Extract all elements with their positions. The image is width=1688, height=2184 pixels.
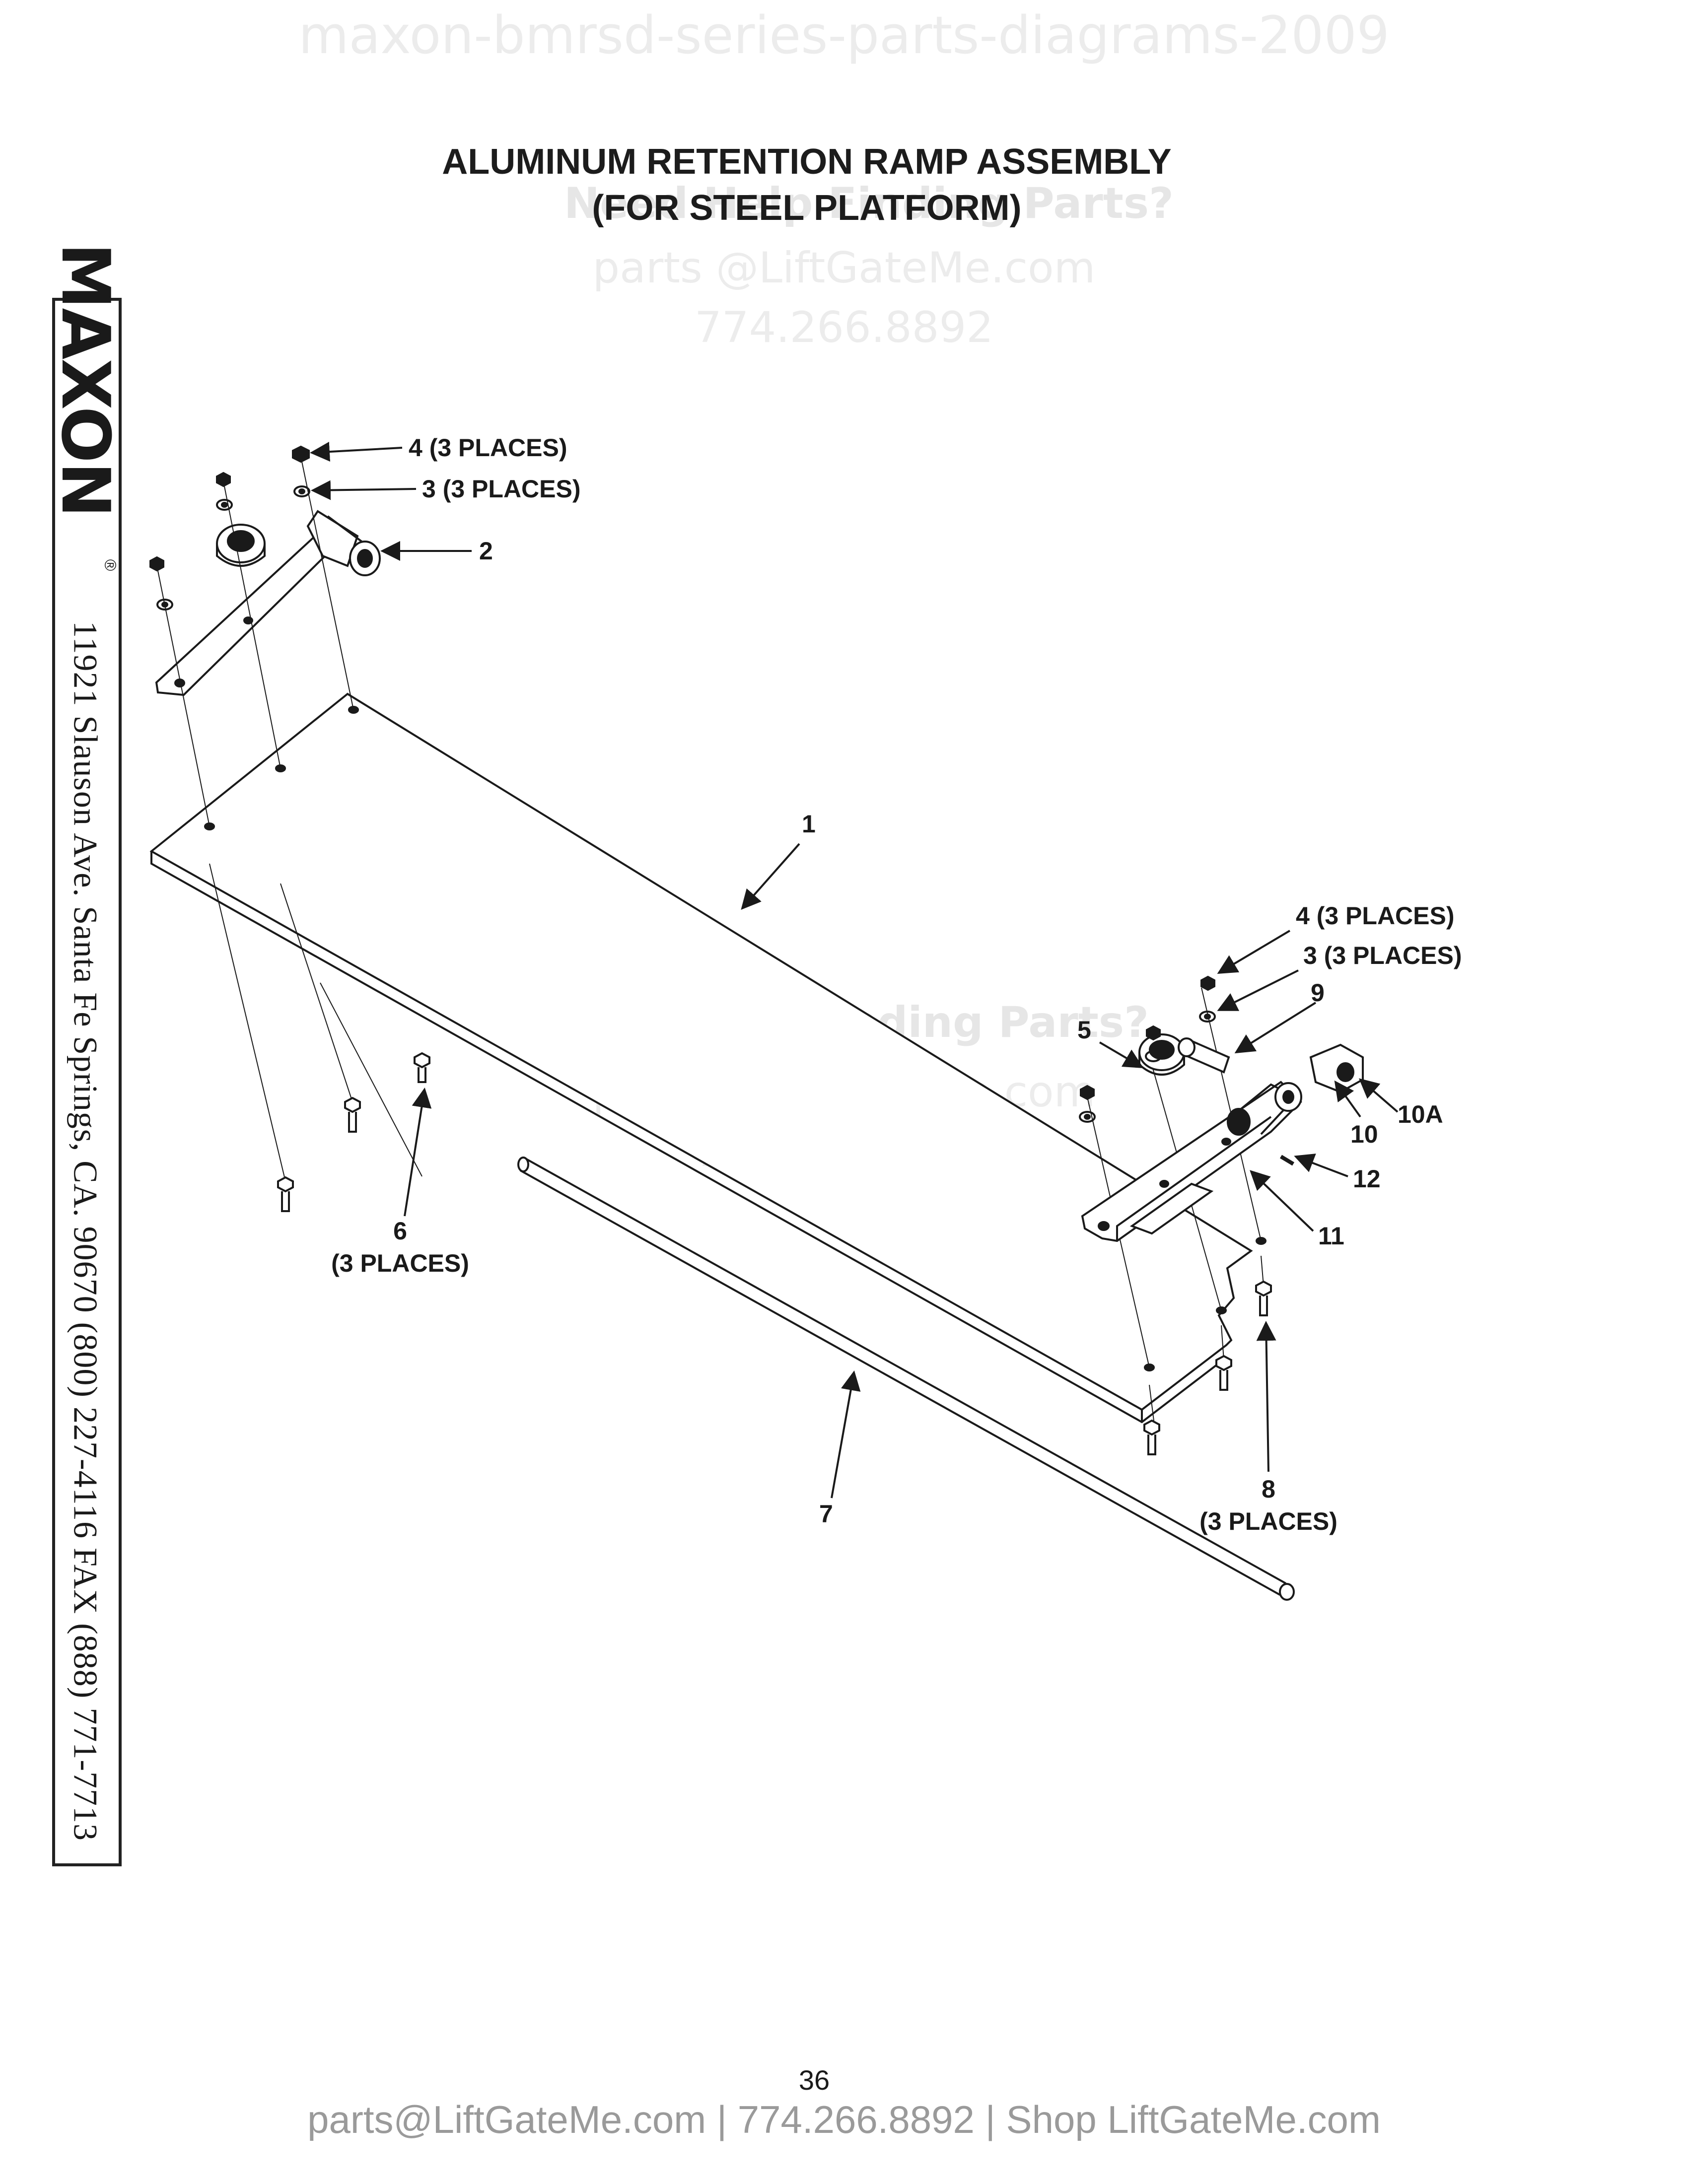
page-number: 36: [798, 2064, 830, 2096]
callout-10: 10: [1350, 1120, 1378, 1148]
bolts-part-8: [1143, 1280, 1272, 1455]
bolts-part-6: [277, 1052, 430, 1212]
watermark-help-top: Need Help Finding Parts?: [564, 179, 1174, 228]
ramp-plate-part-1: [149, 692, 1266, 1424]
callout-4-left: 4 (3 PLACES): [409, 434, 567, 462]
callout-7: 7: [819, 1500, 833, 1528]
watermark-phone-top: 774.266.8892: [695, 303, 993, 352]
page-title-line1: ALUMINUM RETENTION RAMP ASSEMBLY: [442, 142, 1172, 182]
callout-11: 11: [1318, 1222, 1344, 1250]
left-hinge-arm-part-2: [155, 510, 381, 696]
right-hinge-assembly: [1081, 1033, 1364, 1242]
callout-3-left: 3 (3 PLACES): [422, 475, 581, 503]
callout-5: 5: [1077, 1016, 1091, 1044]
footer-contact: parts@LiftGateMe.com | 774.266.8892 | Sh…: [307, 2098, 1381, 2141]
left-fasteners: [149, 445, 310, 611]
callout-2: 2: [479, 537, 493, 565]
callout-3-right: 3 (3 PLACES): [1303, 942, 1462, 969]
callout-9: 9: [1311, 979, 1325, 1007]
callout-leaders: [310, 442, 1399, 1499]
sidebar-frame: [52, 298, 122, 1866]
callout-6-places: (3 PLACES): [331, 1249, 469, 1277]
watermark-email-top: parts @LiftGateMe.com: [592, 243, 1096, 293]
callout-10a: 10A: [1398, 1100, 1443, 1128]
callout-8: 8: [1262, 1475, 1275, 1503]
callout-1: 1: [802, 810, 816, 838]
rod-part-7: [517, 1157, 1295, 1601]
callout-4-right: 4 (3 PLACES): [1296, 902, 1455, 930]
callout-6: 6: [393, 1217, 407, 1245]
page-title-line2: (FOR STEEL PLATFORM): [592, 188, 1022, 228]
callout-12: 12: [1353, 1165, 1381, 1193]
callout-8-places: (3 PLACES): [1199, 1507, 1337, 1535]
watermark-top: maxon-bmrsd-series-parts-diagrams-2009: [298, 5, 1390, 66]
right-fasteners: [1079, 975, 1216, 1123]
